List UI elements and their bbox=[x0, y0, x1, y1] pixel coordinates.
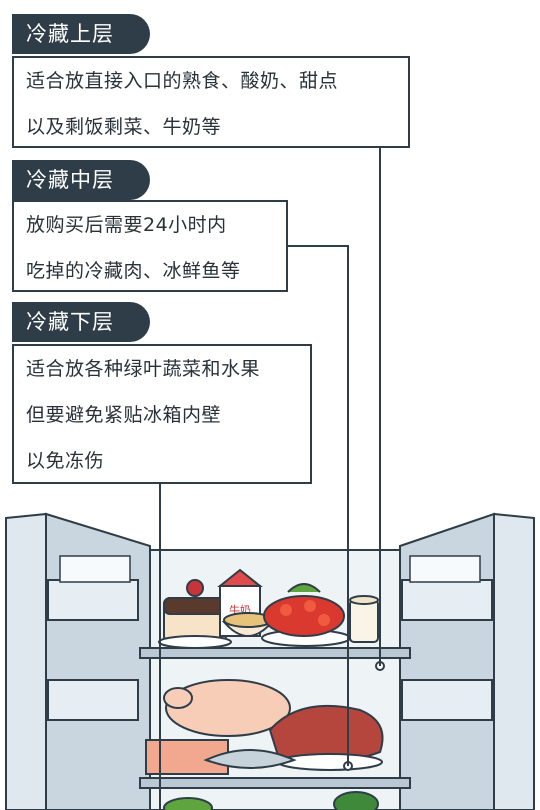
section-middle-line-1: 放购买后需要24小时内 bbox=[26, 214, 227, 236]
raw-meat bbox=[268, 704, 384, 771]
section-lower-line-1: 适合放各种绿叶蔬菜和水果 bbox=[26, 358, 261, 380]
vegetables bbox=[163, 791, 379, 810]
section-title-middle-label: 冷藏中层 bbox=[26, 168, 114, 192]
section-box-middle: 放购买后需要24小时内 吃掉的冷藏肉、冰鲜鱼等 bbox=[12, 200, 288, 292]
section-lower-line-2: 但要避免紧贴冰箱内壁 bbox=[26, 404, 222, 426]
section-title-lower: 冷藏下层 bbox=[12, 302, 150, 342]
section-title-upper: 冷藏上层 bbox=[12, 14, 150, 54]
bowl-of-food bbox=[221, 612, 275, 637]
fridge-left-door bbox=[5, 512, 151, 810]
section-lower-line-3: 以免冻伤 bbox=[26, 450, 105, 472]
crayfish-plate bbox=[261, 583, 351, 647]
section-middle-line-2: 吃掉的冷藏肉、冰鲜鱼等 bbox=[26, 260, 241, 282]
section-upper-line-2: 以及剩饭剩菜、牛奶等 bbox=[26, 116, 222, 138]
yogurt-jar bbox=[349, 595, 379, 643]
section-title-lower-label: 冷藏下层 bbox=[26, 310, 114, 334]
fridge-right-door bbox=[399, 512, 535, 810]
section-upper-line-1: 适合放直接入口的熟食、酸奶、甜点 bbox=[26, 70, 339, 92]
fridge-illustration: 牛奶 bbox=[5, 512, 535, 810]
section-box-upper: 适合放直接入口的熟食、酸奶、甜点 以及剩饭剩菜、牛奶等 bbox=[12, 56, 410, 148]
section-title-upper-label: 冷藏上层 bbox=[26, 22, 114, 46]
section-title-middle: 冷藏中层 bbox=[12, 160, 150, 200]
raw-chicken bbox=[163, 679, 291, 737]
section-box-lower: 适合放各种绿叶蔬菜和水果 但要避免紧贴冰箱内壁 以免冻伤 bbox=[12, 344, 312, 484]
